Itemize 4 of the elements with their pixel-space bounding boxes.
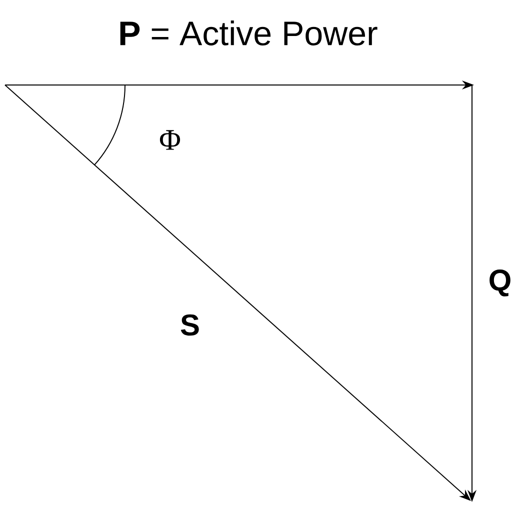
vector-label: S (180, 314, 199, 336)
vector-label: Q (490, 270, 510, 296)
title: P = Active Power (120, 20, 378, 46)
angle-label: Φ (160, 130, 180, 150)
